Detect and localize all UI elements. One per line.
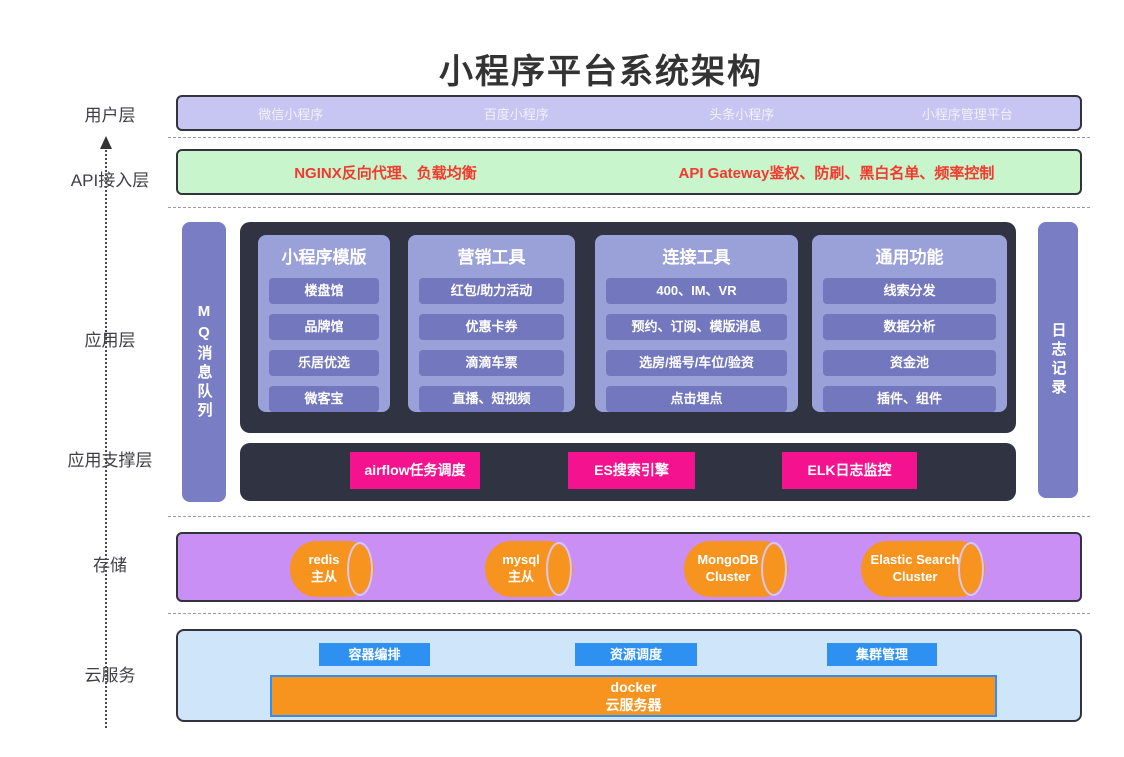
docker-cloud-server-bar: docker 云服务器	[270, 675, 997, 717]
redis-cylinder-icon: redis 主从	[290, 541, 374, 597]
cloud-button-cluster-management: 集群管理	[827, 643, 937, 666]
cloud-button-resource-scheduling: 资源调度	[575, 643, 697, 666]
support-layer-panel: airflow任务调度 ES搜索引擎 ELK日志监控	[240, 443, 1016, 501]
col-common-functions: 通用功能 线索分发 数据分析 资金池 插件、组件	[812, 235, 1007, 412]
col-item: 选房/摇号/车位/验资	[606, 350, 787, 376]
col-connection-tools: 连接工具 400、IM、VR 预约、订阅、模版消息 选房/摇号/车位/验资 点击…	[595, 235, 798, 412]
cylinder-name: redis	[308, 552, 340, 568]
user-item-wechat-miniprogram: 微信小程序	[258, 106, 324, 122]
support-item-elk-logging: ELK日志监控	[782, 452, 917, 489]
mongodb-cylinder-icon: MongoDB Cluster	[684, 541, 788, 597]
user-item-management-platform: 小程序管理平台	[921, 106, 1013, 122]
cylinder-name: mysql	[502, 552, 540, 568]
col-title: 小程序模版	[281, 248, 367, 267]
rail-label-support-layer: 应用支撑层	[67, 451, 153, 470]
api-item-nginx: NGINX反向代理、负载均衡	[294, 164, 477, 182]
mq-message-queue-bar: MQ消息队列	[182, 222, 226, 502]
cylinder-sub: 主从	[507, 569, 534, 584]
mysql-cylinder-icon: mysql 主从	[485, 541, 573, 597]
api-layer-bar: NGINX反向代理、负载均衡 API Gateway鉴权、防刷、黑白名单、频率控…	[176, 149, 1082, 195]
support-item-airflow: airflow任务调度	[350, 452, 480, 489]
rail-label-app-layer: 应用层	[84, 331, 136, 350]
docker-sub: 云服务器	[605, 697, 662, 713]
user-item-baidu-miniprogram: 百度小程序	[483, 106, 549, 122]
col-item: 线索分发	[823, 278, 996, 304]
page-title: 小程序平台系统架构	[439, 53, 763, 91]
axis-arrow-up-icon	[100, 136, 112, 149]
col-miniprogram-templates: 小程序模版 楼盘馆 品牌馆 乐居优选 微客宝	[258, 235, 390, 412]
col-title: 通用功能	[875, 248, 944, 267]
log-record-bar: 日志记录	[1038, 222, 1078, 498]
col-item: 数据分析	[823, 314, 996, 340]
col-item: 点击埋点	[606, 386, 787, 412]
col-item: 资金池	[823, 350, 996, 376]
support-item-es-search: ES搜索引擎	[568, 452, 695, 489]
section-divider	[168, 516, 1090, 517]
col-item: 红包/助力活动	[419, 278, 564, 304]
col-item: 直播、短视频	[419, 386, 564, 412]
elasticsearch-cylinder-icon: Elastic Search Cluster	[861, 541, 985, 597]
cloud-button-container-orchestration: 容器编排	[319, 643, 430, 666]
user-item-toutiao-miniprogram: 头条小程序	[709, 106, 775, 122]
cylinder-sub: 主从	[310, 569, 337, 584]
api-item-gateway: API Gateway鉴权、防刷、黑白名单、频率控制	[678, 164, 995, 182]
docker-name: docker	[610, 678, 657, 695]
rail-label-user-layer: 用户层	[84, 106, 136, 125]
rail-label-storage-layer: 存储	[93, 556, 127, 575]
section-divider	[168, 137, 1090, 138]
layer-axis-dotted-line	[105, 150, 107, 728]
col-item: 楼盘馆	[269, 278, 379, 304]
cloud-layer-bar: 容器编排 资源调度 集群管理 docker 云服务器	[176, 629, 1082, 722]
col-item: 品牌馆	[269, 314, 379, 340]
col-marketing-tools: 营销工具 红包/助力活动 优惠卡券 滴滴车票 直播、短视频	[408, 235, 575, 412]
rail-label-cloud-layer: 云服务	[84, 666, 136, 685]
col-item: 预约、订阅、模版消息	[606, 314, 787, 340]
section-divider	[168, 613, 1090, 614]
mq-message-queue-label: MQ消息队列	[195, 303, 213, 421]
col-item: 优惠卡券	[419, 314, 564, 340]
section-divider	[168, 207, 1090, 208]
storage-layer-bar: redis 主从 mysql 主从 MongoDB Cluster Elasti…	[176, 532, 1082, 602]
col-item: 微客宝	[269, 386, 379, 412]
col-item: 插件、组件	[823, 386, 996, 412]
log-record-label: 日志记录	[1049, 322, 1067, 398]
col-item: 滴滴车票	[419, 350, 564, 376]
app-layer-panel: 小程序模版 楼盘馆 品牌馆 乐居优选 微客宝 营销工具 红包/助力活动 优惠卡券…	[240, 222, 1016, 433]
col-title: 连接工具	[662, 248, 731, 267]
cylinder-name: Elastic Search	[870, 552, 960, 568]
cylinder-sub: Cluster	[705, 569, 751, 584]
rail-label-api-layer: API接入层	[70, 171, 150, 190]
cylinder-name: MongoDB	[697, 552, 759, 568]
col-item: 乐居优选	[269, 350, 379, 376]
col-title: 营销工具	[457, 248, 526, 267]
col-item: 400、IM、VR	[606, 278, 787, 304]
cylinder-sub: Cluster	[892, 569, 938, 584]
user-layer-bar: 微信小程序 百度小程序 头条小程序 小程序管理平台	[176, 95, 1082, 131]
